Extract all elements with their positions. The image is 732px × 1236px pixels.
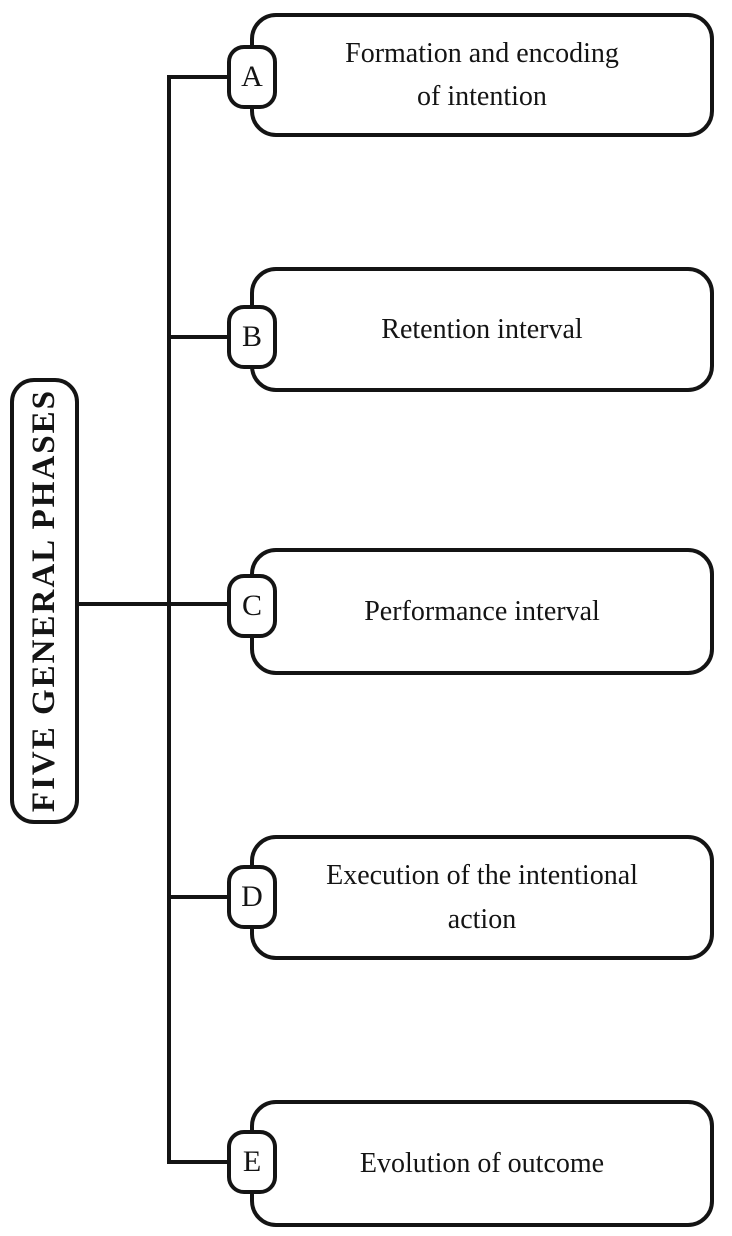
phase-box-formation: Formation and encoding of intention <box>250 13 714 137</box>
phase-node-a: A <box>227 45 277 109</box>
connector-branch-b <box>167 335 229 339</box>
connector-branch-a <box>167 75 229 79</box>
phase-node-a-letter: A <box>241 60 263 93</box>
phase-node-d: D <box>227 865 277 929</box>
connector-branch-e <box>167 1160 229 1164</box>
phase-node-c: C <box>227 574 277 638</box>
phase-node-b-letter: B <box>241 320 262 353</box>
connector-branch-d <box>167 895 229 899</box>
phase-box-retention: Retention interval <box>250 267 714 392</box>
phases-title-box: FIVE GENERAL PHASES <box>10 378 79 824</box>
phase-label-execution: Execution of the intentional action <box>326 860 638 935</box>
phase-label-evolution: Evolution of outcome <box>359 1147 605 1179</box>
phases-title: FIVE GENERAL PHASES <box>26 389 62 813</box>
phase-label-formation: Formation and encoding of intention <box>345 37 619 112</box>
phase-node-e-letter: E <box>242 1145 262 1178</box>
connector-trunk-line <box>167 75 171 1164</box>
phase-node-c-letter: C <box>241 589 262 622</box>
phase-box-evolution: Evolution of outcome <box>250 1100 714 1227</box>
connector-main-and-branch-c <box>76 602 229 606</box>
phase-box-performance: Performance interval <box>250 548 714 675</box>
phase-node-b: B <box>227 305 277 369</box>
phase-node-d-letter: D <box>241 880 263 913</box>
phase-box-execution: Execution of the intentional action <box>250 835 714 960</box>
phase-label-performance: Performance interval <box>364 595 600 627</box>
phase-node-e: E <box>227 1130 277 1194</box>
phase-label-retention: Retention interval <box>381 313 583 345</box>
